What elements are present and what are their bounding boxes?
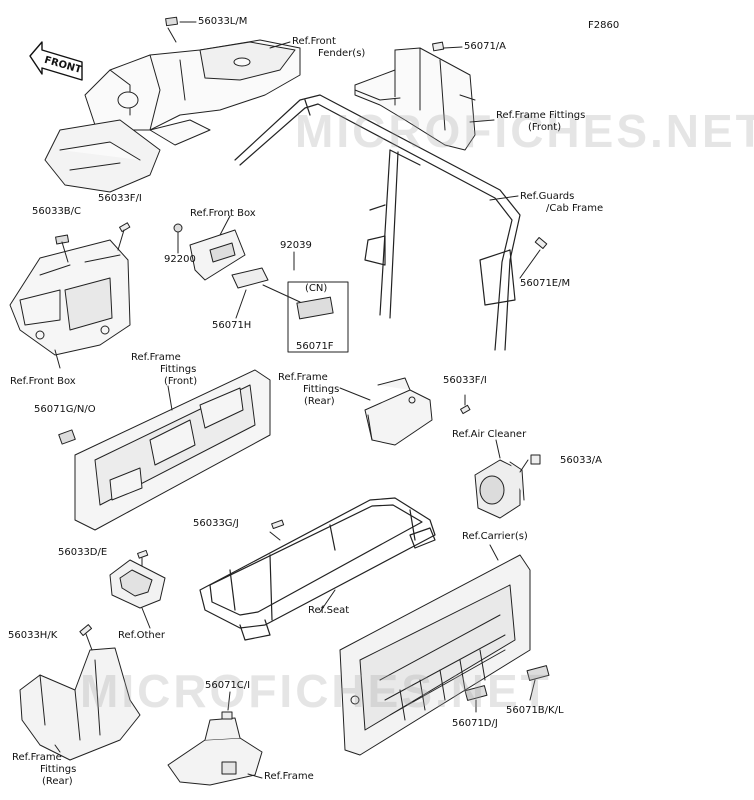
ref-frame[interactable]: Ref.Frame: [264, 771, 314, 782]
label-92200[interactable]: 92200: [164, 254, 196, 265]
label-56033LM-shape: [165, 16, 178, 27]
label-56033A[interactable]: 56033/A: [560, 455, 603, 466]
ref-front-box-bottom[interactable]: Ref.Front Box: [10, 376, 76, 387]
ref-frame-fittings-rear-mid-line2: Fittings: [303, 384, 340, 395]
ref-frame-fittings-rear-mid-line3: (Rear): [304, 396, 335, 407]
figure-code: F2860: [588, 20, 620, 31]
ref-frame-fittings-rear-bottom-line3: (Rear): [42, 776, 73, 787]
air-cleaner-part: [474, 459, 525, 519]
label-56033LM[interactable]: 56033L/M: [198, 16, 248, 27]
frame-fittings-front-part: [354, 47, 476, 151]
label-56071H[interactable]: 56071H: [212, 320, 252, 331]
frame-fittings-rear-bottom-part: [19, 647, 141, 761]
label-56033HK[interactable]: 56033H/K: [8, 630, 58, 641]
frame-fittings-rear-mid-part: [364, 377, 433, 446]
ref-front-box-top[interactable]: Ref.Front Box: [190, 208, 256, 219]
front-direction-arrow: FRONT: [29, 41, 83, 81]
ref-frame-fittings-rear-bottom[interactable]: Ref.Frame: [12, 752, 62, 763]
frame-part: [167, 717, 263, 786]
ref-guards-line2: /Cab Frame: [546, 203, 604, 214]
front-box-dash-part: [9, 239, 131, 356]
label-56071A[interactable]: 56071/A: [464, 41, 507, 52]
label-56071EM[interactable]: 56071E/M: [520, 278, 571, 289]
ref-other[interactable]: Ref.Other: [118, 630, 166, 641]
guards-cab-frame-part: [234, 94, 521, 351]
cn-box: [287, 281, 349, 353]
label-56033FI-mid[interactable]: 56033F/I: [443, 375, 487, 386]
label-56071CI[interactable]: 56071C/I: [205, 680, 251, 691]
ref-frame-fittings-rear-bottom-line2: Fittings: [40, 764, 77, 775]
ref-frame-fittings-rear-mid[interactable]: Ref.Frame: [278, 372, 328, 383]
frame-fittings-front-panel-part: [74, 369, 271, 531]
label-56071GNO[interactable]: 56071G/N/O: [34, 404, 96, 415]
other-plate-part: [109, 559, 166, 609]
ref-guards[interactable]: Ref.Guards: [520, 191, 575, 202]
front-fender-part: [44, 39, 301, 193]
ref-seat[interactable]: Ref.Seat: [308, 605, 350, 616]
ref-front-fender-line2: Fender(s): [318, 48, 366, 59]
ref-air-cleaner[interactable]: Ref.Air Cleaner: [452, 429, 527, 440]
label-56071BKL[interactable]: 56071B/K/L: [506, 705, 564, 716]
leader-56033LM: [167, 27, 177, 43]
front-box-lid-part: [189, 229, 269, 289]
ref-frame-fittings-front-mid-line2: Fittings: [160, 364, 197, 375]
watermark-bottom: MICROFICHES.NET: [80, 665, 552, 717]
seat-frame-part: [199, 497, 436, 641]
label-92039[interactable]: 92039: [280, 240, 312, 251]
label-56033BC[interactable]: 56033B/C: [32, 206, 82, 217]
ref-front-fender[interactable]: Ref.Front: [292, 36, 336, 47]
ref-frame-fittings-front-top[interactable]: Ref.Frame Fittings: [496, 110, 586, 121]
label-56071DJ[interactable]: 56071D/J: [452, 718, 498, 729]
label-56033DE[interactable]: 56033D/E: [58, 547, 108, 558]
ref-frame-fittings-front-mid[interactable]: Ref.Frame: [131, 352, 181, 363]
ref-frame-fittings-front-top-line2: (Front): [528, 122, 562, 133]
label-56033FI-top[interactable]: 56033F/I: [98, 193, 142, 204]
ref-carriers[interactable]: Ref.Carrier(s): [462, 531, 528, 542]
label-56033GJ[interactable]: 56033G/J: [193, 518, 239, 529]
watermark-top: MICROFICHES.NET: [295, 105, 754, 157]
ref-frame-fittings-front-mid-line3: (Front): [164, 376, 198, 387]
carrier-part: [339, 554, 531, 756]
label-56071F[interactable]: 56071F: [296, 341, 334, 352]
label-cn: (CN): [305, 283, 328, 294]
